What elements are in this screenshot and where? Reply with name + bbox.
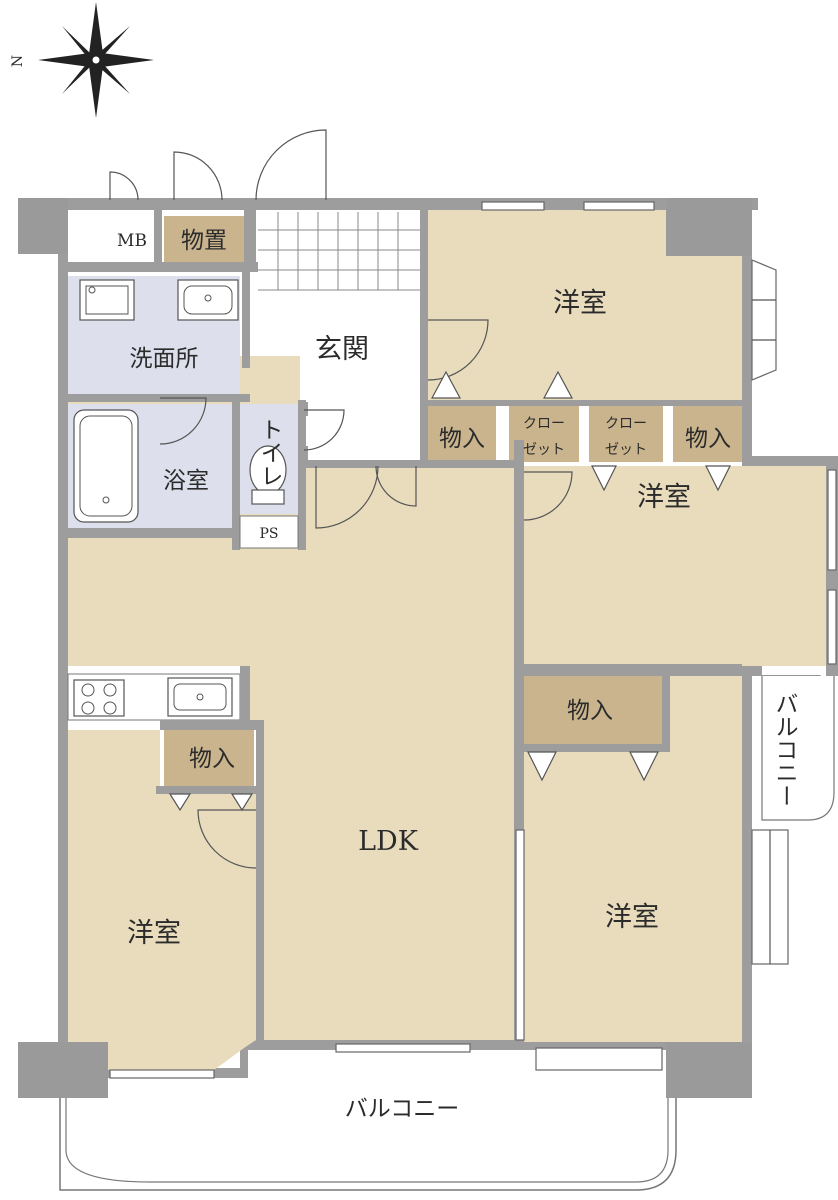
- doors: [109, 129, 821, 869]
- label-balcony-side: バルコニー: [771, 692, 798, 807]
- label-closet-a-line1: クロー: [523, 416, 565, 432]
- label-washroom: 洗面所: [130, 346, 199, 372]
- ps-box: [239, 515, 299, 549]
- interior-walls: [68, 210, 750, 1050]
- windows: [109, 201, 837, 1079]
- sink-icon: [167, 677, 233, 717]
- label-toilet: トイレ: [256, 418, 282, 487]
- washing-machine-pan-icon: [79, 279, 135, 321]
- pillar-top-right: [666, 198, 752, 256]
- label-storage-d: 物入: [189, 746, 235, 772]
- label-entrance: 玄関: [315, 334, 369, 365]
- entrance-tile-grid: [258, 212, 420, 291]
- north-label: N: [10, 55, 26, 67]
- pillar-bottom-right: [666, 1042, 752, 1098]
- label-western-bottom-left: 洋室: [127, 918, 181, 949]
- label-balcony-main: バルコニー: [345, 1096, 460, 1122]
- label-bath: 浴室: [163, 468, 209, 494]
- label-western-bottom-right: 洋室: [605, 902, 659, 933]
- washbasin-icon: [177, 279, 239, 321]
- label-closet-a-line2: ゼット: [523, 442, 565, 458]
- label-closet-b-line2: ゼット: [605, 442, 647, 458]
- label-storage-a: 物入: [439, 426, 485, 452]
- toilet-icon: [249, 445, 287, 505]
- balcony-side-outline: [761, 676, 835, 821]
- pillar-bottom-left: [18, 1042, 108, 1098]
- pillar-top-left: [18, 198, 68, 254]
- compass-icon: [38, 2, 154, 118]
- label-storage-c: 物入: [567, 698, 613, 724]
- label-closet-b-line1: クロー: [605, 416, 647, 432]
- label-storage-b: 物入: [685, 426, 731, 452]
- label-ldk: LDK: [358, 826, 419, 857]
- label-storage-entry: 物置: [181, 228, 227, 254]
- label-western-mid-right: 洋室: [637, 482, 691, 513]
- label-western-top-right: 洋室: [553, 288, 607, 319]
- folding-door-marks: [168, 370, 731, 812]
- bathtub-icon: [73, 409, 139, 523]
- stove-icon: [73, 679, 125, 717]
- label-ps: PS: [259, 526, 278, 542]
- label-mb: MB: [117, 231, 147, 251]
- room-fills: [67, 210, 826, 1070]
- balcony-main-outline: [59, 1090, 677, 1191]
